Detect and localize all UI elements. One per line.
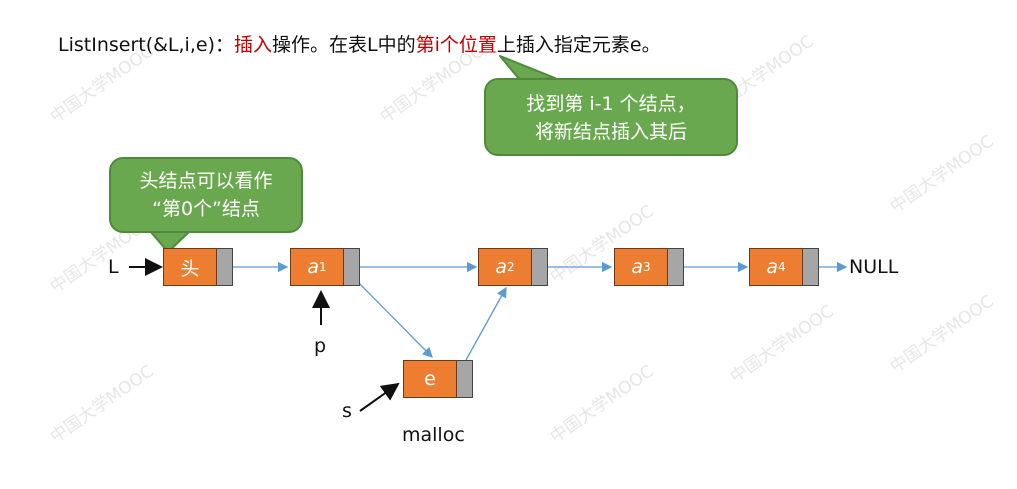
link-e-a2 [465,286,507,361]
callout-tail-find [499,55,556,81]
node-e: e [403,360,473,398]
label-p: p [314,335,327,357]
label-s: s [342,400,352,422]
title-suffix: 上插入指定元素e。 [496,34,661,56]
head-node-pointer [217,248,233,286]
link-a1-e [351,275,433,358]
head-node-data: 头 [163,248,217,286]
page-title: ListInsert(&L,i,e)：插入操作。在表L中的第i个位置上插入指定元… [58,30,661,57]
title-middle: 操作。在表L中的 [272,34,416,56]
callout-find-line2: 将新结点插入其后 [534,121,687,143]
callout-find-predecessor: 找到第 i-1 个结点， 将新结点插入其后 [484,78,738,156]
arrow-s-to-e [359,382,400,412]
callout-find-line1: 找到第 i-1 个结点， [526,93,696,115]
callout-head-line1: 头结点可以看作 [139,170,273,192]
node-e-data: e [403,360,457,398]
label-malloc: malloc [402,424,465,446]
title-highlight-position: 第i个位置 [415,34,497,56]
title-prefix: ListInsert(&L,i,e)： [58,34,234,56]
title-highlight-insert: 插入 [233,34,272,56]
node-e-pointer [457,360,473,398]
node-a2-pointer [532,248,548,286]
node-a1-pointer [344,248,360,286]
label-L: L [108,256,119,278]
node-a3-pointer [668,248,684,286]
callout-head-line2: “第0个”结点 [152,198,260,220]
head-node: 头 [163,248,233,286]
node-a4-pointer [803,248,819,286]
callout-head-node: 头结点可以看作 “第0个”结点 [109,157,303,233]
label-null: NULL [849,256,899,278]
